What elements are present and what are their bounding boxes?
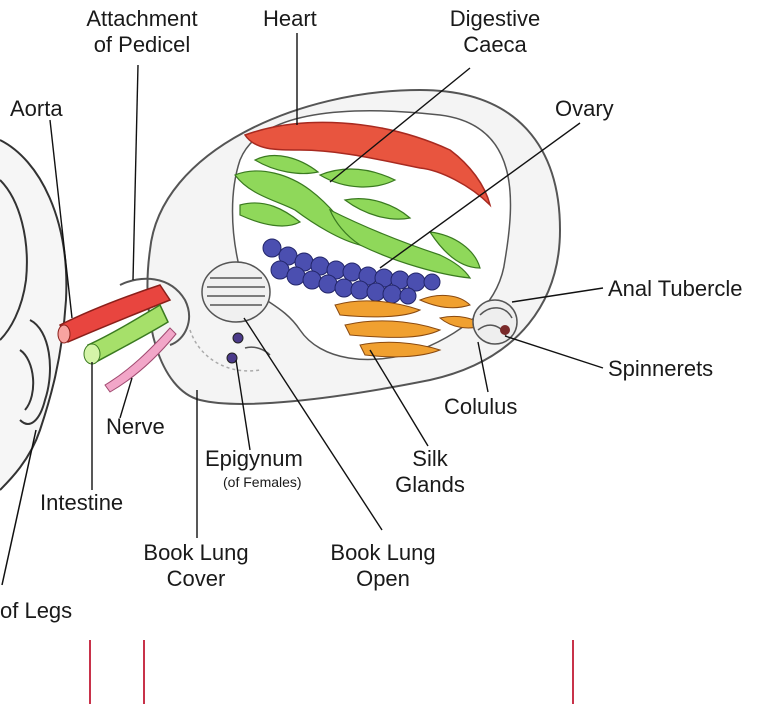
label-book-lung-cover: Book Lung Cover bbox=[126, 540, 266, 592]
label-spinnerets: Spinnerets bbox=[608, 356, 713, 382]
label-heart: Heart bbox=[263, 6, 317, 32]
label-attachment: Attachment of Pedicel bbox=[72, 6, 212, 58]
label-ovary: Ovary bbox=[555, 96, 614, 122]
label-intestine: Intestine bbox=[40, 490, 123, 516]
label-nerve: Nerve bbox=[106, 414, 165, 440]
label-silk-glands: Silk Glands bbox=[385, 446, 475, 498]
label-book-lung-open: Book Lung Open bbox=[313, 540, 453, 592]
label-anal-tubercle: Anal Tubercle bbox=[608, 276, 743, 302]
label-aorta: Aorta bbox=[10, 96, 63, 122]
label-legs-partial: of Legs bbox=[0, 598, 72, 624]
label-epigynum: Epigynum bbox=[205, 446, 303, 472]
label-epigynum-note: (of Females) bbox=[223, 474, 302, 490]
label-digestive-caeca: Digestive Caeca bbox=[430, 6, 560, 58]
cephalothorax-partial bbox=[0, 140, 66, 585]
label-colulus: Colulus bbox=[444, 394, 517, 420]
accent-marks bbox=[90, 640, 573, 704]
